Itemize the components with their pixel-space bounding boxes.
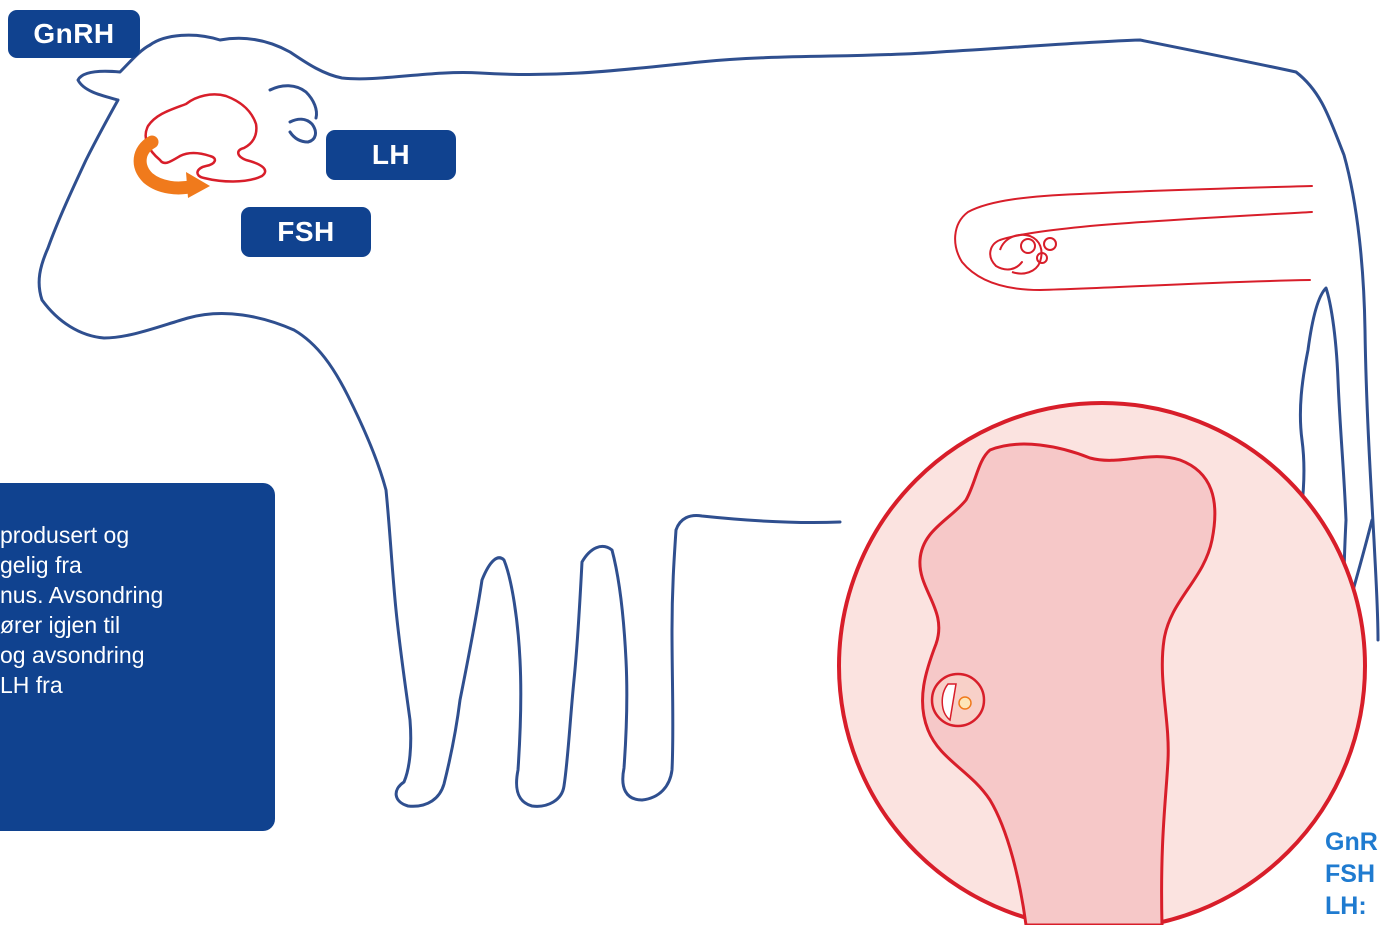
info-text-line: ører igjen til <box>0 610 275 640</box>
info-text-box: produsert og gelig fra nus. Avsondring ø… <box>0 483 275 831</box>
info-text-line: og avsondring <box>0 640 275 670</box>
legend-line-gnrh: GnR <box>1325 826 1378 858</box>
ovary-outline <box>1000 235 1042 274</box>
info-text-line: nus. Avsondring <box>0 580 275 610</box>
info-text-line: LH fra <box>0 670 275 700</box>
feedback-arrow-icon <box>140 142 194 188</box>
follicle-small-2 <box>1044 238 1056 250</box>
oocyte <box>959 697 971 709</box>
gnrh-label: GnRH <box>8 10 140 58</box>
legend-line-lh: LH: <box>1325 890 1378 922</box>
hormone-legend: GnR FSH LH: <box>1325 826 1378 922</box>
fsh-label: FSH <box>241 207 371 257</box>
info-text-line: gelig fra <box>0 550 275 580</box>
brain-pituitary-outline <box>146 94 265 181</box>
lh-label: LH <box>326 130 456 180</box>
cow-ear-detail <box>290 119 315 142</box>
cow-horn <box>270 86 317 118</box>
info-text-line: produsert og <box>0 520 275 550</box>
dominant-follicle <box>932 674 984 726</box>
legend-line-fsh: FSH <box>1325 858 1378 890</box>
follicle-small-1 <box>1021 239 1035 253</box>
